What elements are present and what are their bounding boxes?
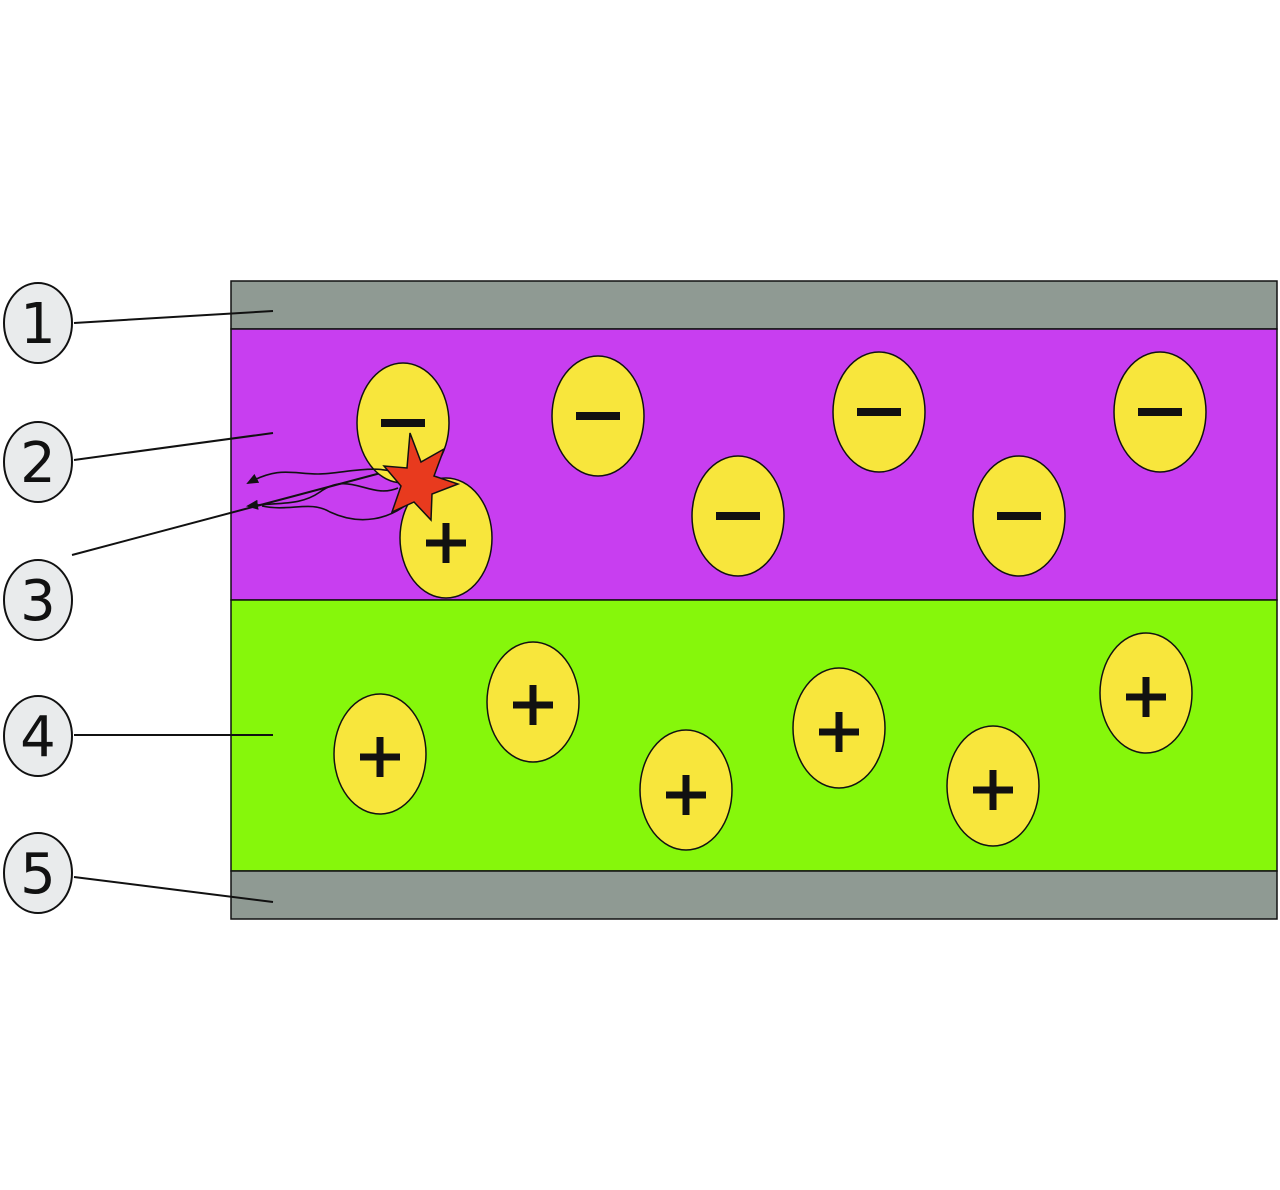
callout-3: 3 [3,559,73,641]
positive-particle [333,693,427,815]
negative-particle [1113,351,1207,473]
minus-sign-icon [997,512,1041,520]
leader-line-2 [73,432,274,461]
negative-particle [356,362,450,484]
negative-particle [691,455,785,577]
callout-label: 3 [20,569,56,634]
starburst-icon [382,432,461,522]
emission-arrow [261,499,413,521]
positive-particle [486,641,580,763]
top-electrode-layer [230,280,1278,330]
leader-line-5 [73,876,274,903]
callout-5: 5 [3,832,73,914]
plus-sign-icon [973,770,1013,810]
negative-particle [551,355,645,477]
emission-arrow [246,482,399,510]
leader-line-1 [73,310,274,324]
positive-particle [639,729,733,851]
plus-sign-icon [666,775,706,815]
negative-particles [356,351,1207,577]
callout-1: 1 [3,282,73,364]
callout-badge [3,695,73,777]
callout-badge [3,832,73,914]
plus-sign-icon [819,712,859,752]
positive-particle [792,667,886,789]
callout-label: 2 [20,431,56,496]
callout-2: 2 [3,421,73,503]
callout-label: 5 [20,842,56,907]
callout-label: 1 [20,292,56,357]
emission-arrow [246,468,409,484]
negative-particle [972,455,1066,577]
positive-particle [1099,632,1193,754]
positive-particle [946,725,1040,847]
plus-sign-icon [1126,677,1166,717]
plus-sign-icon [426,523,466,563]
positive-particles [333,477,1193,851]
plus-sign-icon [360,737,400,777]
callout-badge [3,282,73,364]
negative-particle [832,351,926,473]
minus-sign-icon [857,408,901,416]
bottom-electrode-layer [230,870,1278,920]
minus-sign-icon [716,512,760,520]
minus-sign-icon [1138,408,1182,416]
minus-sign-icon [381,419,425,427]
callout-badge [3,421,73,503]
callout-4: 4 [3,695,73,777]
plus-sign-icon [513,685,553,725]
callout-badge [3,559,73,641]
minus-sign-icon [576,412,620,420]
wavy-arrow-icon [246,468,413,521]
callout-label: 4 [20,705,56,770]
